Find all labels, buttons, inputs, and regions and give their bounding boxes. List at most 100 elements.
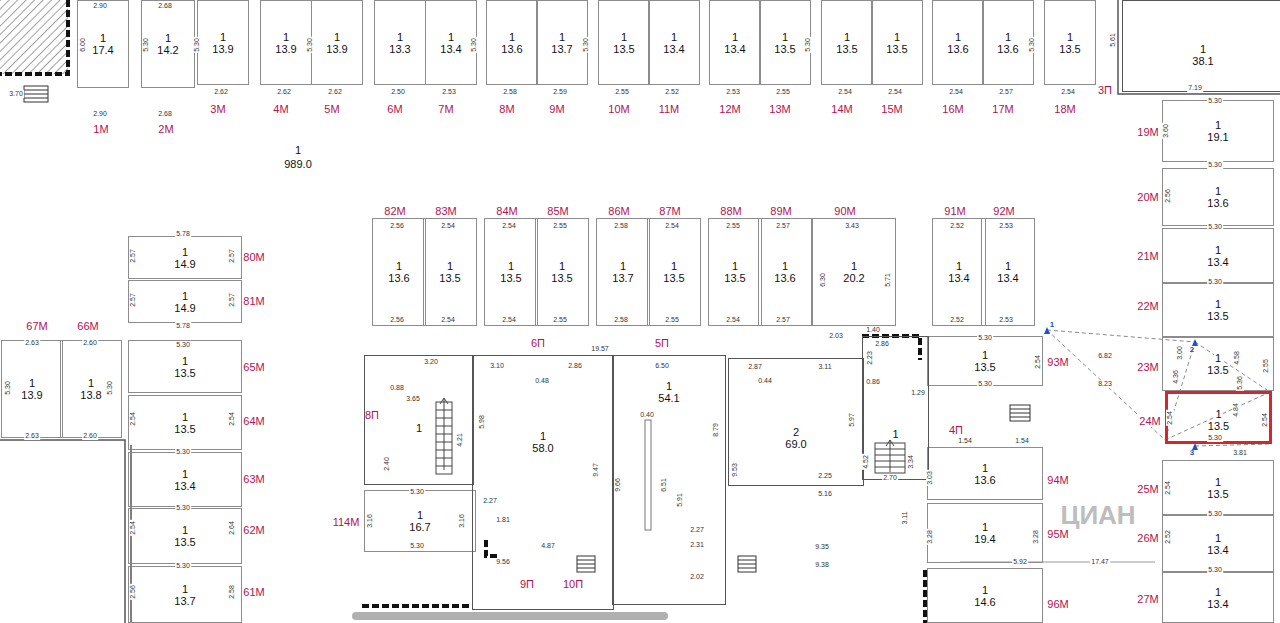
dimension-label: 4.87 [540, 542, 556, 550]
dimension-label: 5.16 [817, 490, 833, 498]
dimension-label: 2.55 [614, 88, 630, 96]
space-number: 1 [508, 31, 516, 43]
dimension-label: 2.55 [725, 222, 741, 230]
dimension-label: 2.57 [129, 292, 137, 308]
space-label: 26М [1136, 532, 1159, 544]
dimension-label: 0.40 [639, 411, 655, 419]
dimension-label: 0.48 [534, 377, 550, 385]
area-value: 69.0 [784, 438, 807, 450]
space-number: 1 [955, 260, 963, 272]
dimension-label: 3.20 [423, 358, 439, 366]
dimension-label: 6.51 [660, 477, 668, 493]
parking-space: 113.786М [596, 218, 650, 326]
area-value: 13.5 [173, 367, 196, 379]
space-label-holder: 3М [209, 99, 226, 117]
dimension-label: 8.79 [712, 422, 720, 438]
space-number: 1 [415, 422, 423, 434]
space-number: 1 [1004, 31, 1012, 43]
dimension-label: 0.88 [389, 384, 405, 392]
space-label: 96М [1046, 598, 1069, 610]
dimension-label: 5.78 [175, 230, 191, 238]
area-value: 20.2 [842, 272, 865, 284]
space-label-holder: 64М [242, 411, 265, 429]
dimension-label: 5.30 [1207, 223, 1223, 231]
parking-space: 119.495М [927, 503, 1043, 563]
area-value: 17.4 [91, 44, 114, 56]
dimension-label: 2.54 [228, 411, 236, 427]
dimension-label: 2.54 [440, 222, 456, 230]
area-block: 113.7 [129, 583, 241, 607]
space-label-holder: 12М [718, 99, 741, 117]
area-block: 113.6 [487, 31, 537, 55]
area-block: 113.4 [1163, 532, 1273, 556]
space-label: 90М [833, 205, 856, 217]
dimension-label: 2.63 [24, 339, 40, 347]
dimension-label: 2.55 [1262, 358, 1270, 374]
area-value: 13.5 [438, 272, 461, 284]
dimension-label: 3.16 [366, 513, 374, 529]
dimension-label: 9.53 [731, 462, 739, 478]
point-number: 1 [1050, 320, 1054, 329]
space-number: 1 [893, 31, 901, 43]
dimension-label: 5.30 [1207, 278, 1223, 286]
parking-space: 114.696М [927, 568, 1043, 623]
space-number: 1 [446, 260, 454, 272]
dimension-label: 5.30 [1207, 566, 1223, 574]
space-label-holder: 84М [495, 201, 518, 219]
dimension-label: 2.03 [828, 332, 844, 340]
area-block: 113.5 [648, 260, 700, 284]
room-outline: 269.0 [728, 358, 864, 486]
space-label-holder: 80М [242, 247, 265, 265]
space-label-holder: 23М [1136, 357, 1159, 375]
dimension-label: 1.29 [910, 389, 926, 397]
space-label: 22М [1136, 300, 1159, 312]
parking-space: 113.427М [1162, 572, 1274, 623]
vent-icons [24, 86, 1030, 572]
area-value: 13.5 [1207, 420, 1230, 432]
dimension-label: 5.30 [977, 334, 993, 342]
dimension-label: 5.30 [582, 37, 590, 53]
dimension-label: 3.28 [926, 529, 934, 545]
space-label: 4М [272, 103, 289, 115]
area-block: 113.4 [649, 31, 699, 55]
dimension-label: 6.30 [819, 272, 827, 288]
space-label-holder: 93М [1046, 352, 1069, 370]
space-label: 87М [658, 205, 681, 217]
area-block: 113.5 [129, 355, 241, 379]
door-label: 9П [520, 578, 534, 590]
space-label-holder: 85М [546, 201, 569, 219]
dimension-label: 2.54 [1166, 410, 1174, 426]
space-label: 89М [769, 205, 792, 217]
area-value: 13.5 [1206, 364, 1229, 376]
area-value: 13.5 [885, 43, 908, 55]
parking-space: 113.95М [311, 0, 363, 85]
space-number: 1 [507, 260, 515, 272]
space-label-holder: 82М [383, 201, 406, 219]
area-value: 13.5 [173, 423, 196, 435]
area-block: 113.4 [129, 468, 241, 492]
space-label-holder: 2М [157, 119, 174, 137]
area-block: 113.9 [261, 31, 311, 55]
area-block: 113.9 [198, 31, 248, 55]
dimension-label: 3.60 [1162, 123, 1170, 139]
door-label: 8П [365, 409, 379, 421]
dimension-label: 2.87 [747, 363, 763, 371]
dimension-label: 2.58 [613, 316, 629, 324]
area-block: 119.4 [928, 521, 1042, 545]
space-label: 16М [941, 103, 964, 115]
dimension-label: 2.54 [664, 222, 680, 230]
room-outline: 158.0 [472, 355, 614, 610]
dimension-label: 3.28 [1032, 529, 1040, 545]
area-value: 14.2 [156, 44, 179, 56]
space-label: 65М [242, 361, 265, 373]
dimension-label: 3.11 [901, 510, 909, 525]
space-label: 83М [434, 205, 457, 217]
area-value: 13.5 [499, 272, 522, 284]
space-label: 64М [242, 415, 265, 427]
space-label-holder: 26М [1136, 528, 1159, 546]
area-block: 113.5 [599, 31, 649, 55]
dimension-label: 3.70 [8, 90, 24, 98]
dimension-label: 2.64 [228, 520, 236, 536]
area-block: 113.9 [312, 31, 362, 55]
space-label: 62М [242, 524, 265, 536]
